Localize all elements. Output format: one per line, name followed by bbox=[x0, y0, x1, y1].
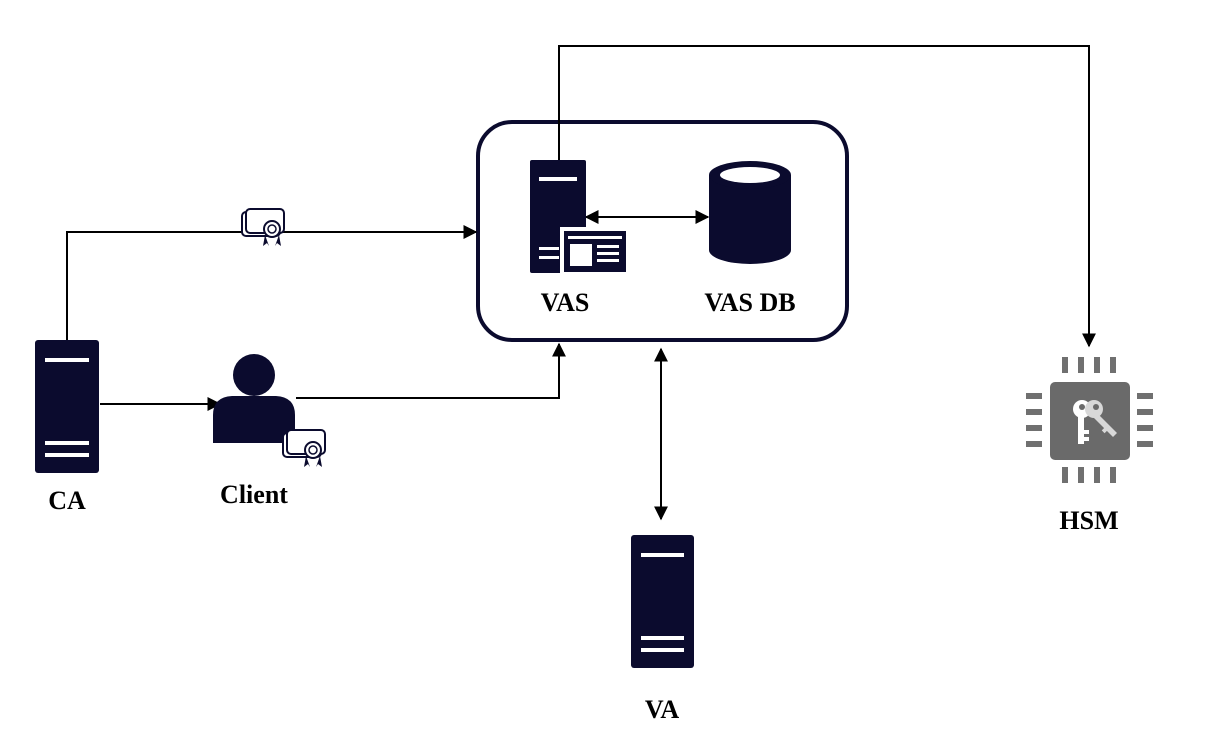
ca-server-icon bbox=[35, 340, 99, 473]
hsm-chip-key-icon bbox=[1026, 357, 1153, 483]
certificate-icon bbox=[241, 208, 285, 246]
vas-label: VAS bbox=[540, 288, 590, 317]
va-label: VA bbox=[644, 695, 680, 724]
va-server-icon bbox=[631, 535, 694, 668]
edge-client-to-vas bbox=[296, 342, 566, 399]
edge-vas-to-hsm bbox=[558, 45, 1096, 348]
client-label: Client bbox=[220, 480, 288, 509]
hsm-label: HSM bbox=[1059, 506, 1119, 535]
connectors bbox=[66, 45, 1096, 521]
vas-db-database-icon bbox=[709, 161, 791, 264]
vas-db-label: VAS DB bbox=[704, 288, 796, 317]
client-certificate-icon bbox=[282, 429, 326, 467]
vas-group-box bbox=[476, 120, 849, 342]
client-user-icon bbox=[213, 354, 295, 443]
vas-web-server-icon bbox=[530, 160, 630, 275]
edge-ca-to-vas bbox=[66, 225, 478, 340]
ca-label: CA bbox=[48, 486, 86, 515]
